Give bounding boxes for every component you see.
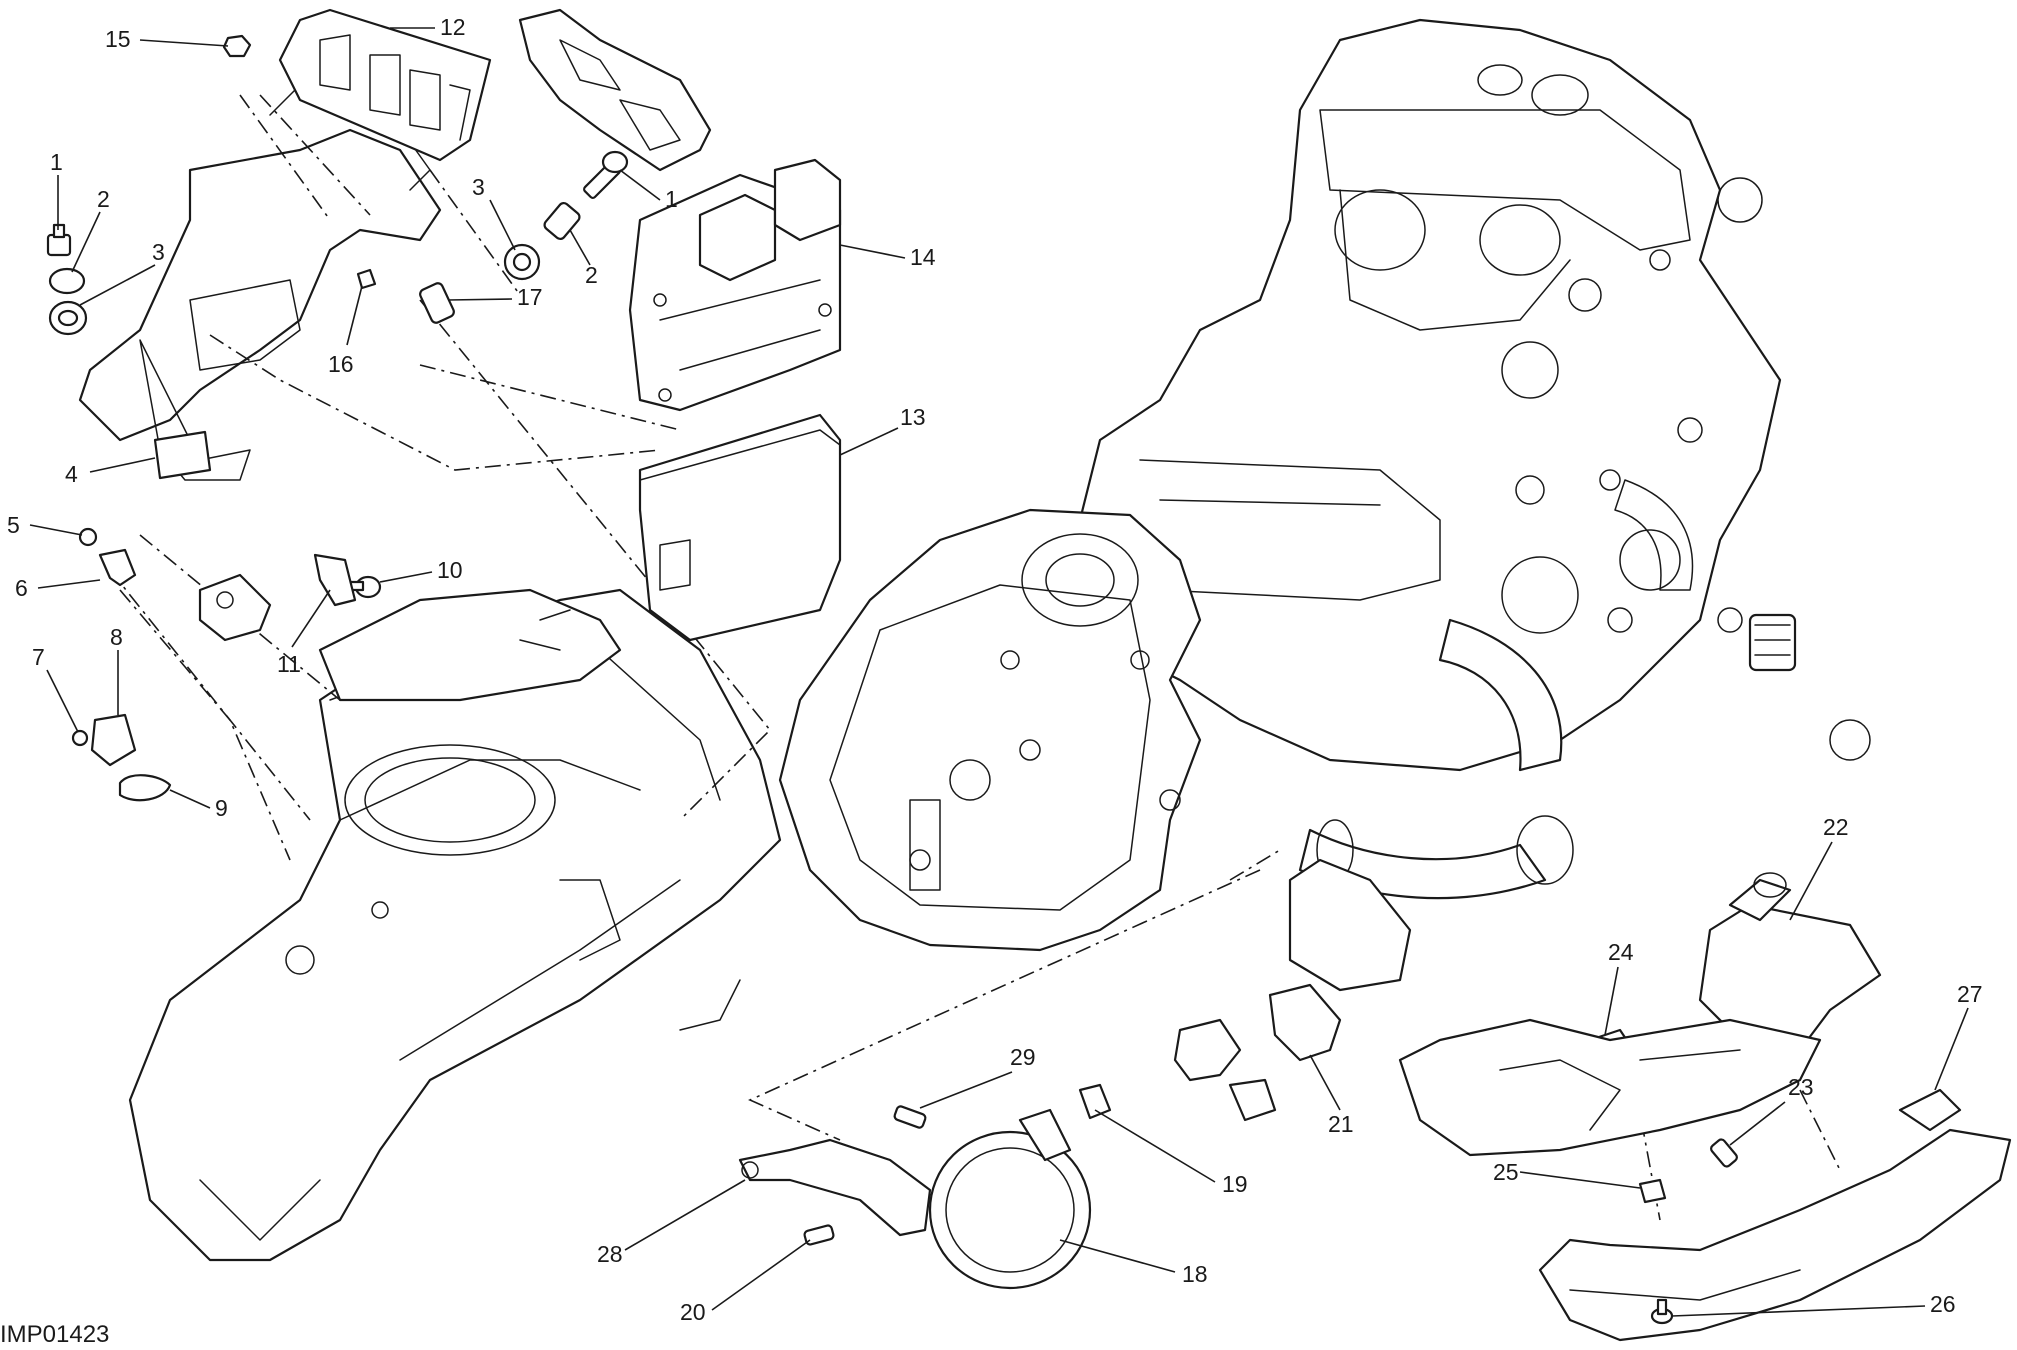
part-belly-pan-upper bbox=[1398, 1018, 1822, 1157]
part-7-bolt bbox=[71, 729, 89, 747]
callout-20: 20 bbox=[680, 1299, 706, 1325]
callout-19: 19 bbox=[1222, 1171, 1248, 1197]
part-1-bolt-center bbox=[583, 150, 629, 199]
callout-21: 21 bbox=[1328, 1111, 1354, 1137]
part-28-horn-bracket bbox=[738, 1138, 932, 1237]
part-8-sensor-housing bbox=[90, 713, 137, 767]
callout-1-center: 1 bbox=[665, 186, 678, 212]
part-25-nut bbox=[1638, 1178, 1667, 1204]
callout-4: 4 bbox=[65, 461, 78, 487]
callout-27: 27 bbox=[1957, 981, 1983, 1007]
part-12-connector-holder bbox=[278, 8, 492, 162]
part-23-screw bbox=[1710, 1138, 1738, 1168]
callout-11: 11 bbox=[277, 651, 301, 677]
callout-26: 26 bbox=[1930, 1291, 1956, 1317]
callout-10: 10 bbox=[437, 557, 463, 583]
part-5-bolt bbox=[78, 527, 98, 547]
callout-2-center: 2 bbox=[585, 262, 598, 288]
callout-17: 17 bbox=[517, 284, 543, 310]
figure-code: IMP01423 bbox=[0, 1321, 109, 1348]
part-6-clip bbox=[98, 548, 137, 587]
callout-14: 14 bbox=[910, 244, 936, 270]
engine-assembly bbox=[778, 18, 1871, 992]
part-18-horn bbox=[928, 1108, 1092, 1290]
part-27-belly-pan-lower bbox=[1538, 1088, 2012, 1342]
callout-22: 22 bbox=[1823, 814, 1849, 840]
callout-3-center: 3 bbox=[472, 174, 485, 200]
part-17-sensor bbox=[419, 282, 455, 324]
leader-lines bbox=[29, 27, 1969, 1317]
callout-29: 29 bbox=[1010, 1044, 1036, 1070]
callout-3-left: 3 bbox=[152, 239, 165, 265]
callout-16: 16 bbox=[328, 351, 354, 377]
callout-25: 25 bbox=[1493, 1159, 1519, 1185]
part-main-connectors bbox=[518, 8, 712, 172]
callout-7: 7 bbox=[32, 644, 45, 670]
electrical-bracket bbox=[78, 79, 442, 481]
callout-1-left: 1 bbox=[50, 149, 63, 175]
callout-12: 12 bbox=[440, 14, 466, 40]
part-15-nut bbox=[222, 34, 252, 58]
part-2-spacer-center bbox=[543, 201, 581, 241]
part-11-bracket bbox=[313, 553, 357, 607]
part-16-clip bbox=[356, 268, 377, 290]
callout-8: 8 bbox=[110, 624, 123, 650]
callout-2-left: 2 bbox=[97, 186, 110, 212]
callout-23: 23 bbox=[1788, 1074, 1814, 1100]
part-21-horn-sensor bbox=[1173, 983, 1342, 1122]
callout-labels: 15 12 1 2 3 3 1 2 14 16 17 13 4 5 10 6 1… bbox=[0, 14, 1983, 1348]
part-2-washer-left bbox=[48, 267, 86, 295]
callout-13: 13 bbox=[900, 404, 926, 430]
part-19-clip bbox=[1078, 1083, 1112, 1120]
part-22-battery-tray bbox=[1698, 872, 1882, 1062]
part-connector-plug-left bbox=[198, 573, 272, 642]
part-3-grommet-center bbox=[503, 243, 541, 281]
part-29-screw bbox=[893, 1105, 927, 1129]
callout-18: 18 bbox=[1182, 1261, 1208, 1287]
part-13-ecu-cover bbox=[638, 413, 842, 642]
callout-6: 6 bbox=[15, 575, 28, 601]
part-14-ecu bbox=[628, 158, 842, 412]
callout-28: 28 bbox=[597, 1241, 623, 1267]
callout-9: 9 bbox=[215, 795, 228, 821]
part-3-grommet-left bbox=[48, 300, 88, 336]
part-1-bolt-left bbox=[46, 223, 72, 257]
part-20-screw bbox=[803, 1224, 835, 1246]
part-9-gasket bbox=[118, 774, 172, 802]
callout-5: 5 bbox=[7, 512, 20, 538]
part-4-bracket-plate bbox=[153, 430, 212, 480]
callout-24: 24 bbox=[1608, 939, 1634, 965]
callout-15: 15 bbox=[105, 26, 131, 52]
airbox-cover bbox=[128, 588, 782, 1262]
